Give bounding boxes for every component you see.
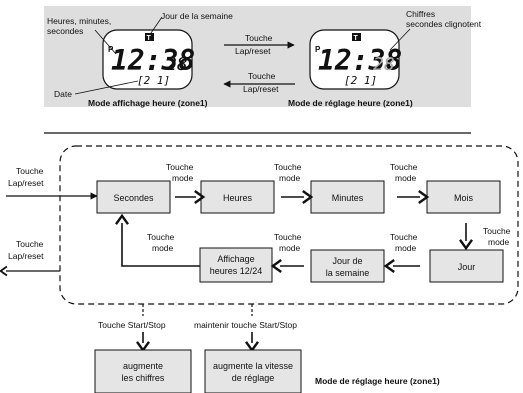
arrow-affichage-secondes xyxy=(115,213,200,267)
svg-text:Jour de: Jour de xyxy=(332,256,362,266)
blinking-seconds-digits: 28 xyxy=(373,54,395,75)
svg-text:augmente la vitesse: augmente la vitesse xyxy=(213,361,293,371)
date-digits: [2 1] xyxy=(137,74,170,87)
date-digits: [2 1] xyxy=(344,74,377,87)
seconds-digits: 28 xyxy=(166,54,188,75)
svg-text:augmente: augmente xyxy=(123,361,163,371)
watch-screen-right xyxy=(309,29,400,90)
weekday-icon: T xyxy=(145,33,154,42)
watch-display-left: P T 12:38 28 [2 1] xyxy=(102,29,195,90)
mode-indicator-p: P xyxy=(108,45,114,54)
box-jour-de-la-semaine: Jour de la semaine xyxy=(310,249,385,283)
box-jour: Jour xyxy=(429,249,504,283)
caption-mode-affichage: Mode affichage heure (zone1) xyxy=(88,98,208,108)
label-maintenir-start-stop: maintenir touche Start/Stop xyxy=(194,320,297,330)
label-date: Date xyxy=(54,89,72,99)
svg-text:de réglage: de réglage xyxy=(232,373,275,383)
mode-indicator-p: P xyxy=(315,45,321,54)
time-digits: 12:38 xyxy=(318,44,402,77)
svg-text:Affichage: Affichage xyxy=(217,254,254,264)
label-touche-lap-entry: Touche Lap/reset xyxy=(8,166,46,188)
label-touche-lap-forward: Touche Lap/reset xyxy=(235,33,275,56)
box-augmente-chiffres: augmente les chiffres xyxy=(94,349,192,393)
svg-text:les chiffres: les chiffres xyxy=(122,373,165,383)
watch-display-right: P T 12:38 28 [2 1] xyxy=(309,29,402,90)
caption-mode-reglage-bottom: Mode de réglage heure (zone1) xyxy=(315,376,440,386)
weekday-icon: T xyxy=(352,33,361,42)
svg-text:Secondes: Secondes xyxy=(113,193,154,203)
pointer-hms xyxy=(94,29,117,55)
label-heures-minutes-secondes: Heures, minutes, secondes xyxy=(47,16,114,36)
svg-text:T: T xyxy=(354,35,359,42)
svg-text:heures 12/24: heures 12/24 xyxy=(210,266,263,276)
svg-text:la semaine: la semaine xyxy=(326,268,370,278)
svg-text:Minutes: Minutes xyxy=(332,193,364,203)
label-touche-start-stop: Touche Start/Stop xyxy=(98,320,166,330)
label-chiffres-clignotent: Chiffres secondes clignotent xyxy=(406,9,482,29)
watch-screen-left xyxy=(102,29,193,90)
pointer-date xyxy=(74,80,139,95)
label-touche-lap-exit: Touche Lap/reset xyxy=(8,239,46,261)
settings-mode-dashed-frame xyxy=(59,145,519,305)
svg-text:Mois: Mois xyxy=(454,193,474,203)
pointer-blink xyxy=(389,28,411,51)
box-mois: Mois xyxy=(426,180,501,214)
caption-mode-reglage-top: Mode de réglage heure (zone1) xyxy=(288,98,413,108)
box-affichage-12-24: Affichage heures 12/24 xyxy=(199,247,273,283)
svg-text:Heures: Heures xyxy=(223,193,253,203)
box-augmente-vitesse: augmente la vitesse de réglage xyxy=(204,349,302,393)
label-jour-semaine: Jour de la semaine xyxy=(161,11,233,21)
svg-text:T: T xyxy=(147,35,152,42)
time-digits: 12:38 xyxy=(111,44,195,77)
box-minutes: Minutes xyxy=(310,180,385,214)
svg-text:Jour: Jour xyxy=(458,262,476,272)
box-heures: Heures xyxy=(200,180,275,214)
label-touche-lap-back: Touche Lap/reset xyxy=(243,71,279,94)
pointer-weekday xyxy=(150,16,163,34)
box-secondes: Secondes xyxy=(96,180,171,214)
